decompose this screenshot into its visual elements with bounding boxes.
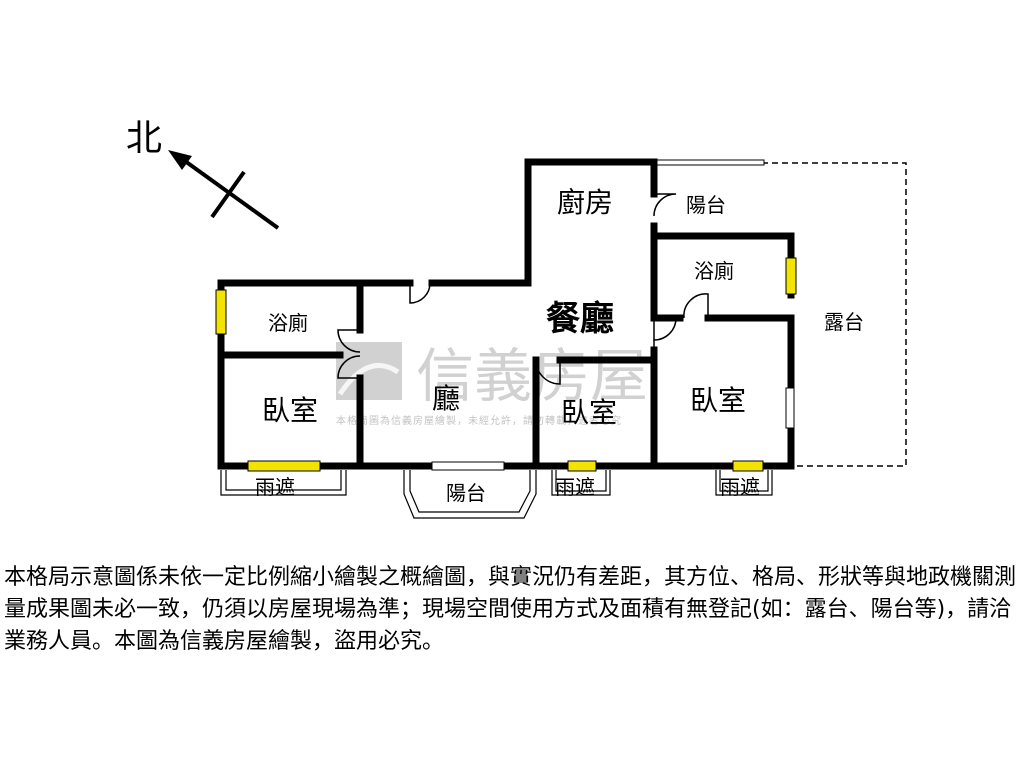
disclaimer-text: 本格局示意圖係未依一定比例縮小繪製之概繪圖，與實況仍有差距，其方位、格局、形狀等…: [4, 565, 1017, 654]
floor-plan: 北 信義房屋 本格局圖為信義房屋繪製，未經允許，請勿轉載，違者必究: [126, 118, 907, 519]
sliding-door-bottom: [431, 461, 505, 471]
window-left: [215, 289, 227, 335]
label-bath-left: 浴廁: [268, 311, 308, 335]
window-bottom-left: [247, 460, 321, 472]
north-compass: 北: [126, 118, 280, 230]
label-bedroom-mid: 臥室: [561, 396, 617, 429]
terrace-outline: [762, 162, 907, 467]
label-kitchen: 廚房: [557, 186, 613, 219]
watermark: 信義房屋 本格局圖為信義房屋繪製，未經允許，請勿轉載，違者必究: [336, 342, 648, 427]
north-label: 北: [126, 118, 162, 159]
label-balcony-bottom: 陽台: [446, 481, 486, 505]
window-bottom-mid: [567, 460, 597, 472]
doors: [337, 193, 709, 385]
canopies: [220, 470, 773, 519]
watermark-notice: 本格局圖為信義房屋繪製，未經允許，請勿轉載，違者必究: [336, 414, 622, 427]
watermark-logo-icon: [336, 342, 402, 400]
label-living: 廳: [432, 382, 460, 415]
label-balcony-top: 陽台: [686, 193, 726, 217]
watermark-brand: 信義房屋: [416, 342, 648, 410]
label-canopy-left: 雨遮: [255, 475, 295, 499]
balcony-top-railing: [653, 159, 765, 166]
sliding-door-right: [785, 387, 795, 429]
label-terrace: 露台: [824, 310, 864, 334]
window-bath-right: [785, 257, 797, 295]
label-canopy-mid: 雨遮: [555, 475, 595, 499]
label-bath-right: 浴廁: [694, 259, 734, 283]
label-bedroom-right: 臥室: [690, 384, 746, 417]
window-bottom-right: [732, 460, 764, 472]
windows: [215, 257, 797, 472]
label-dining: 餐廳: [546, 299, 614, 339]
label-canopy-right: 雨遮: [720, 475, 760, 499]
label-bedroom-left: 臥室: [262, 394, 318, 427]
